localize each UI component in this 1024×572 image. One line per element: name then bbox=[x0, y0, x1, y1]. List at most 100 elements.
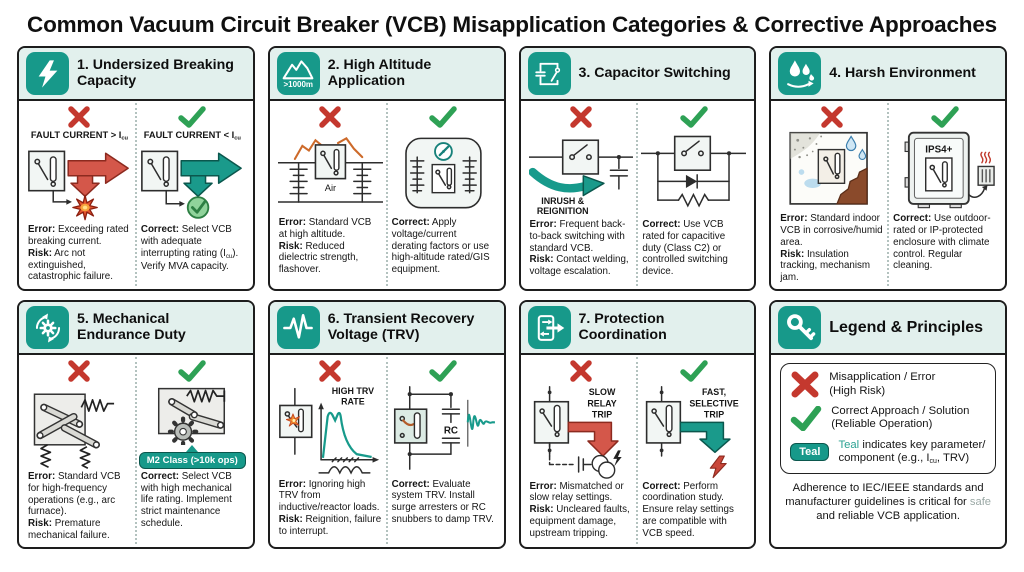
panel-4-correct-side: IPS4+ Correct: Use outdoor-rated or IP bbox=[887, 103, 1000, 286]
panel-harsh-environment: 4. Harsh Environment bbox=[769, 46, 1007, 291]
panel-grid: 1. Undersized Breaking Capacity FAULT CU… bbox=[0, 46, 1024, 549]
trip-label-2: SELECTIVE bbox=[690, 398, 739, 408]
panel-undersized-breaking-capacity: 1. Undersized Breaking Capacity FAULT CU… bbox=[17, 46, 255, 291]
panel-7-header: 7. Protection Coordination bbox=[520, 302, 755, 355]
panel-5-error-side: Error: Standard VCB for high-frequency o… bbox=[24, 357, 135, 544]
reignition-label: REIGNITION bbox=[536, 206, 588, 216]
undersized-correct-diagram bbox=[140, 150, 242, 219]
panel-4-correct-text: Correct: Use outdoor-rated or IP-protect… bbox=[893, 213, 991, 272]
teal-badge: Teal bbox=[790, 443, 830, 462]
key-icon bbox=[778, 306, 822, 349]
panel-3-error-side: INRUSH & REIGNITION Error: Frequent back… bbox=[526, 103, 637, 286]
legend-item-correct: Correct Approach / Solution(Reliable Ope… bbox=[790, 405, 986, 432]
panel-2-correct-text: Correct: Apply voltage/current derating … bbox=[391, 217, 490, 276]
panel-2-correct-side: Correct: Apply voltage/current derating … bbox=[385, 103, 499, 286]
red-x-icon bbox=[68, 360, 91, 382]
panel-7-error-side: SLOW RELAY TRIP Error: Mismatched or slo… bbox=[526, 357, 637, 544]
lightning-bolt-icon bbox=[26, 52, 69, 95]
altitude-badge: >1000m bbox=[283, 80, 314, 89]
trip-label-1: FAST, bbox=[702, 387, 726, 397]
undersized-error-diagram bbox=[28, 150, 129, 221]
m2-class-badge: M2 Class (>10k ops) bbox=[138, 451, 246, 469]
panel-6-correct-side: RC Correct: Evaluate system TRV. Install… bbox=[385, 357, 499, 544]
red-x-icon bbox=[791, 371, 819, 398]
panel-3-correct-side: Correct: Use VCB rated for capacitive du… bbox=[636, 103, 749, 286]
green-check-icon bbox=[680, 106, 708, 128]
panel-4-error-side: Error: Standard indoor VCB in corrosive/… bbox=[776, 103, 887, 286]
panel-2-error-side: Air Error: Standard VCB at high altitude… bbox=[275, 103, 386, 286]
rate-label: RATE bbox=[341, 397, 365, 407]
air-label: Air bbox=[324, 183, 335, 193]
trip-label-1: SLOW bbox=[588, 387, 615, 397]
capacitor-switch-circuit-icon bbox=[527, 52, 571, 95]
panel-4-title: 4. Harsh Environment bbox=[829, 64, 976, 81]
green-check-icon bbox=[429, 106, 457, 128]
panel-1-error-side: FAULT CURRENT > Icu Error: Exceeding rat… bbox=[24, 103, 135, 286]
panel-capacitor-switching: 3. Capacitor Switching INRUSH & bbox=[518, 46, 757, 291]
page-title: Common Vacuum Circuit Breaker (VCB) Misa… bbox=[27, 12, 997, 37]
panel-6-correct-text: Correct: Evaluate system TRV. Install su… bbox=[391, 478, 494, 525]
panel-7-title: 7. Protection Coordination bbox=[578, 311, 667, 343]
gear-rotation-icon bbox=[26, 306, 69, 349]
red-x-icon bbox=[319, 360, 341, 382]
panel-trv: 6. Transient Recovery Voltage (TRV) HIGH… bbox=[267, 300, 506, 549]
legend-title: Legend & Principles bbox=[829, 318, 984, 336]
panel-4-error-text: Error: Standard indoor VCB in corrosive/… bbox=[780, 213, 883, 284]
trv-correct-diagram: RC bbox=[393, 385, 495, 470]
mechanism-error-diagram bbox=[33, 393, 115, 469]
trip-label-3: TRIP bbox=[704, 410, 724, 420]
legend-box: Misapplication / Error(High Risk) Correc… bbox=[780, 363, 996, 475]
legend-body: Misapplication / Error(High Risk) Correc… bbox=[771, 355, 1005, 547]
coordination-correct-diagram: FAST, SELECTIVE TRIP bbox=[646, 385, 739, 479]
green-check-icon bbox=[178, 360, 207, 382]
panel-2-title: 2. High Altitude Application bbox=[327, 57, 432, 89]
panel-1-correct-text: Correct: Select VCB with adequate interr… bbox=[140, 224, 239, 272]
harsh-correct-diagram: IPS4+ bbox=[904, 131, 995, 209]
green-check-icon bbox=[178, 106, 207, 128]
waveform-spike-icon bbox=[276, 306, 320, 349]
green-check-icon bbox=[429, 360, 457, 382]
green-check-icon bbox=[791, 405, 822, 431]
mechanism-correct-diagram bbox=[157, 387, 226, 445]
fault-current-label: FAULT CURRENT < Icu bbox=[143, 130, 241, 142]
high-trv-label: HIGH TRV bbox=[332, 386, 374, 396]
badge-pointer bbox=[186, 444, 199, 452]
panel-7-error-text: Error: Mismatched or slow relay settings… bbox=[529, 480, 630, 539]
coordination-error-diagram: SLOW RELAY TRIP bbox=[533, 385, 622, 479]
panel-1-header: 1. Undersized Breaking Capacity bbox=[19, 48, 253, 101]
inrush-label: INRUSH & bbox=[541, 196, 584, 206]
trv-error-diagram: HIGH TRV RATE bbox=[278, 386, 379, 475]
trip-label-3: TRIP bbox=[591, 410, 611, 420]
panel-1-correct-side: FAULT CURRENT < Icu Correct: Select VCB … bbox=[134, 103, 248, 286]
red-x-icon bbox=[570, 360, 592, 382]
panel-3-title: 3. Capacitor Switching bbox=[578, 64, 731, 81]
panel-6-error-side: HIGH TRV RATE Error: Ignoring high TRV f… bbox=[275, 357, 386, 544]
green-check-icon bbox=[930, 106, 959, 128]
panel-1-error-text: Error: Exceeding rated breaking current.… bbox=[28, 224, 129, 283]
panel-5-correct-text: Correct: Select VCB with high mechanical… bbox=[140, 470, 232, 529]
red-x-icon bbox=[820, 106, 843, 128]
panel-6-header: 6. Transient Recovery Voltage (TRV) bbox=[269, 302, 504, 355]
panel-6-title: 6. Transient Recovery Voltage (TRV) bbox=[327, 311, 475, 343]
panel-3-correct-text: Correct: Use VCB rated for capacitive du… bbox=[642, 219, 728, 278]
panel-5-correct-side: M2 Class (>10k ops) Correct: Select VCB … bbox=[134, 357, 248, 544]
legend-footer: Adherence to IEC/IEEE standards and manu… bbox=[785, 482, 992, 523]
red-x-icon bbox=[68, 106, 91, 128]
panel-7-correct-text: Correct: Perform coordination study. Ens… bbox=[642, 480, 734, 539]
panel-7-correct-side: FAST, SELECTIVE TRIP Correct: Perform co… bbox=[636, 357, 749, 544]
water-droplets-icon bbox=[778, 52, 822, 95]
rc-label: RC bbox=[443, 426, 457, 437]
panel-mechanical-endurance: 5. Mechanical Endurance Duty bbox=[17, 300, 255, 549]
legend-item-error: Misapplication / Error(High Risk) bbox=[790, 371, 986, 398]
legend-header: Legend & Principles bbox=[771, 302, 1005, 355]
red-x-icon bbox=[319, 106, 341, 128]
panel-4-header: 4. Harsh Environment bbox=[771, 48, 1005, 101]
panel-5-title: 5. Mechanical Endurance Duty bbox=[77, 311, 186, 343]
panel-2-error-text: Error: Standard VCB at high altitude. Ri… bbox=[278, 217, 372, 276]
breaker-trip-arrows-icon bbox=[527, 306, 571, 349]
altitude-correct-diagram bbox=[404, 137, 482, 209]
legend-item-teal: Teal Teal indicates key parameter/ compo… bbox=[790, 439, 986, 467]
mountain-altitude-icon: >1000m bbox=[276, 52, 320, 95]
harsh-error-diagram bbox=[789, 131, 869, 205]
panel-5-header: 5. Mechanical Endurance Duty bbox=[19, 302, 253, 355]
